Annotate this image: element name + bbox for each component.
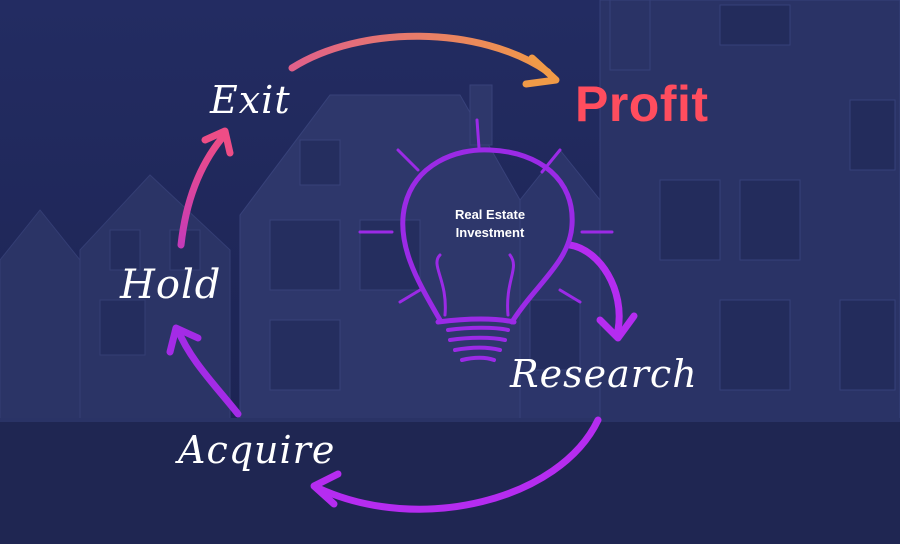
arrow-exit-to-profit (288, 32, 552, 76)
arrow-acquire-to-hold (174, 326, 242, 418)
lightbulb-icon (358, 118, 614, 362)
stage-research: Research (510, 352, 698, 396)
profit-label: Profit (575, 76, 709, 132)
stage-hold: Hold (120, 262, 222, 308)
center-title: Real Estate Investment (420, 206, 560, 242)
stage-exit: Exit (210, 78, 291, 122)
arrow-bulb-to-research (566, 241, 623, 334)
center-title-line2: Investment (455, 225, 525, 240)
arrow-hold-to-exit (177, 134, 226, 249)
center-title-line1: Real Estate (454, 207, 526, 222)
stage-acquire: Acquire (178, 428, 336, 472)
arrow-research-to-acquire (314, 416, 602, 513)
